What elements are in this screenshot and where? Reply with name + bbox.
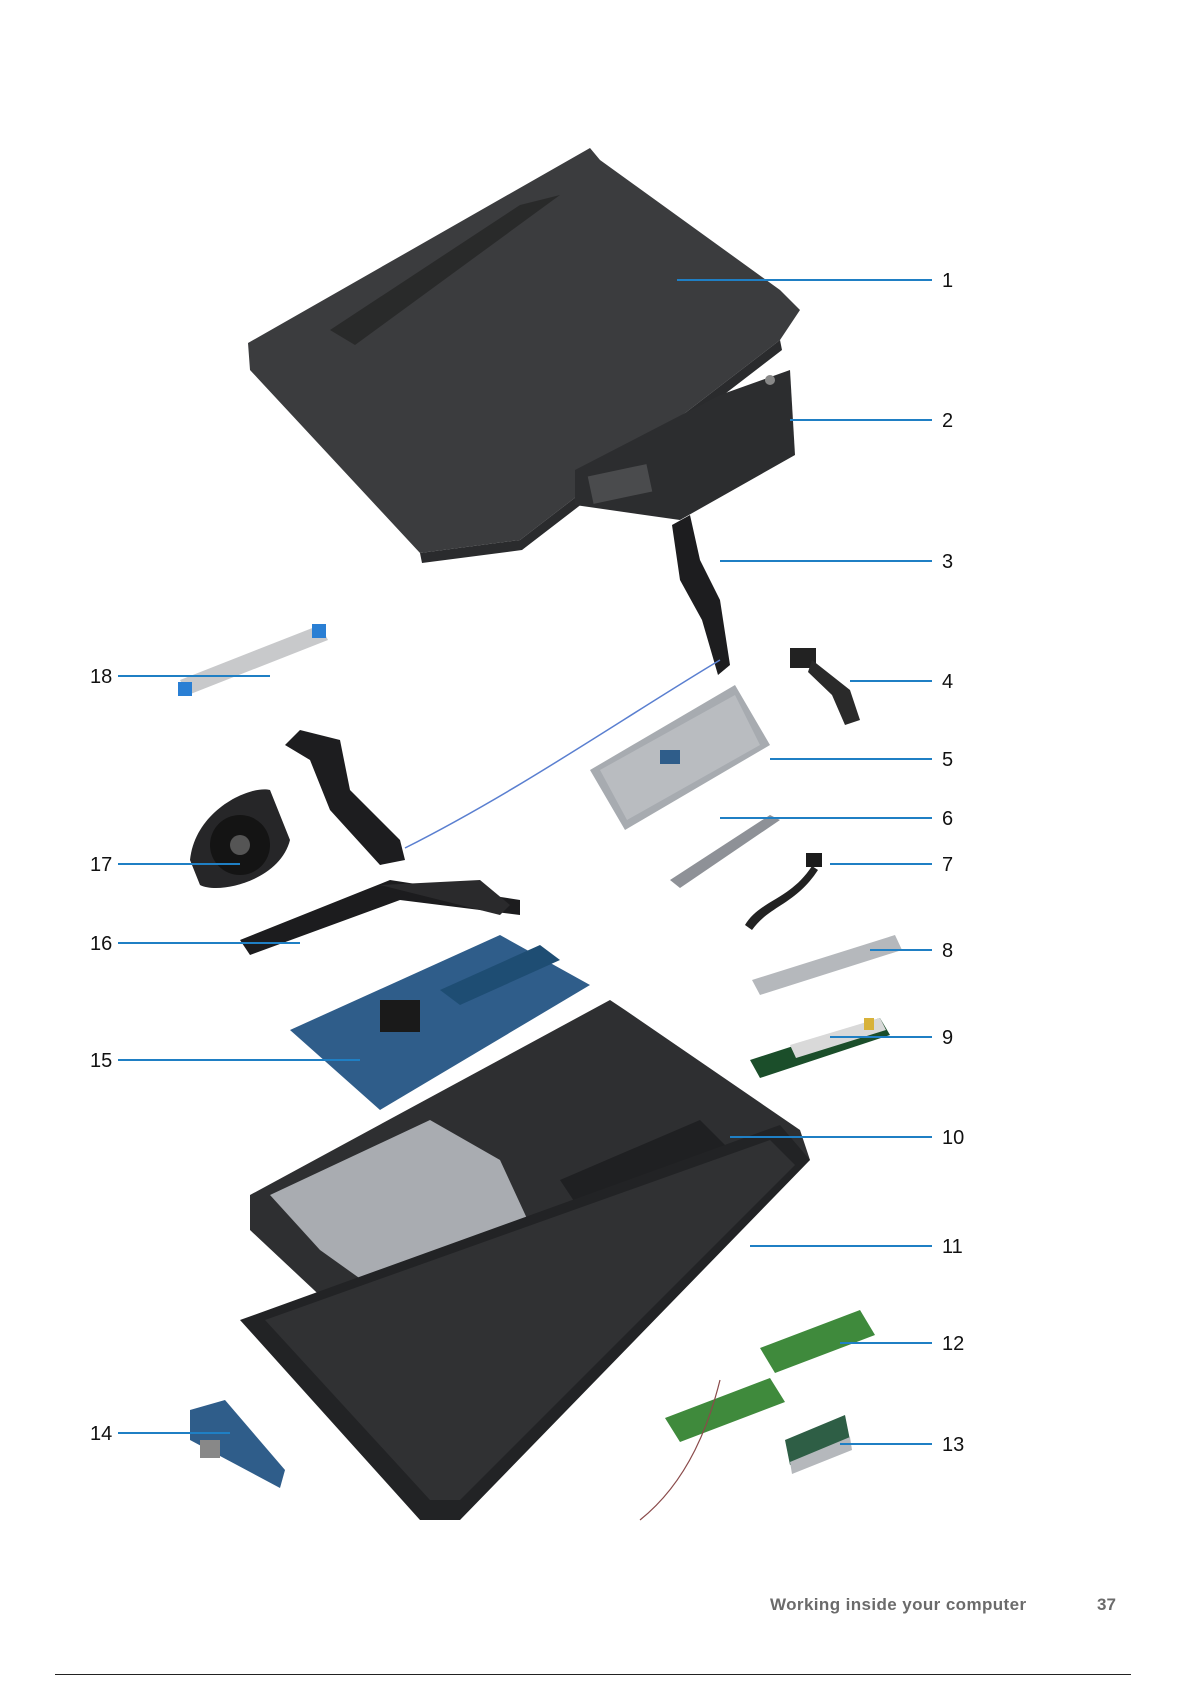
callout-15: 15 xyxy=(90,1050,112,1072)
footer-divider xyxy=(55,1674,1131,1675)
ssd xyxy=(750,1018,890,1078)
touchpad-bracket xyxy=(670,815,780,888)
ssd-shield xyxy=(752,935,902,995)
callout-17: 17 xyxy=(90,854,112,876)
io-board xyxy=(190,1400,285,1488)
system-fan xyxy=(190,789,290,888)
callout-1: 1 xyxy=(942,270,953,292)
callout-6: 6 xyxy=(942,808,953,830)
callout-10: 10 xyxy=(942,1127,964,1149)
callout-13: 13 xyxy=(942,1434,964,1456)
memory-module-1 xyxy=(760,1310,875,1373)
callout-18: 18 xyxy=(90,666,112,688)
antenna-cables xyxy=(640,1380,720,1520)
memory-module-2 xyxy=(665,1378,785,1442)
callout-3: 3 xyxy=(942,551,953,573)
callout-7: 7 xyxy=(942,854,953,876)
speaker-right xyxy=(672,515,730,675)
base-cover xyxy=(248,148,800,563)
callout-4: 4 xyxy=(942,671,953,693)
callout-14: 14 xyxy=(90,1423,112,1445)
callout-12: 12 xyxy=(942,1333,964,1355)
callout-16: 16 xyxy=(90,933,112,955)
callout-2: 2 xyxy=(942,410,953,432)
page-number: 37 xyxy=(1097,1595,1116,1615)
footer-section-title: Working inside your computer xyxy=(770,1595,1026,1615)
touchpad xyxy=(590,685,770,830)
dc-in-port xyxy=(745,853,822,930)
callout-9: 9 xyxy=(942,1027,953,1049)
callout-5: 5 xyxy=(942,749,953,771)
callout-8: 8 xyxy=(942,940,953,962)
speaker-left xyxy=(285,730,405,865)
io-flex-cable xyxy=(178,624,328,696)
callout-11: 11 xyxy=(942,1236,963,1258)
power-button-board xyxy=(790,648,860,725)
